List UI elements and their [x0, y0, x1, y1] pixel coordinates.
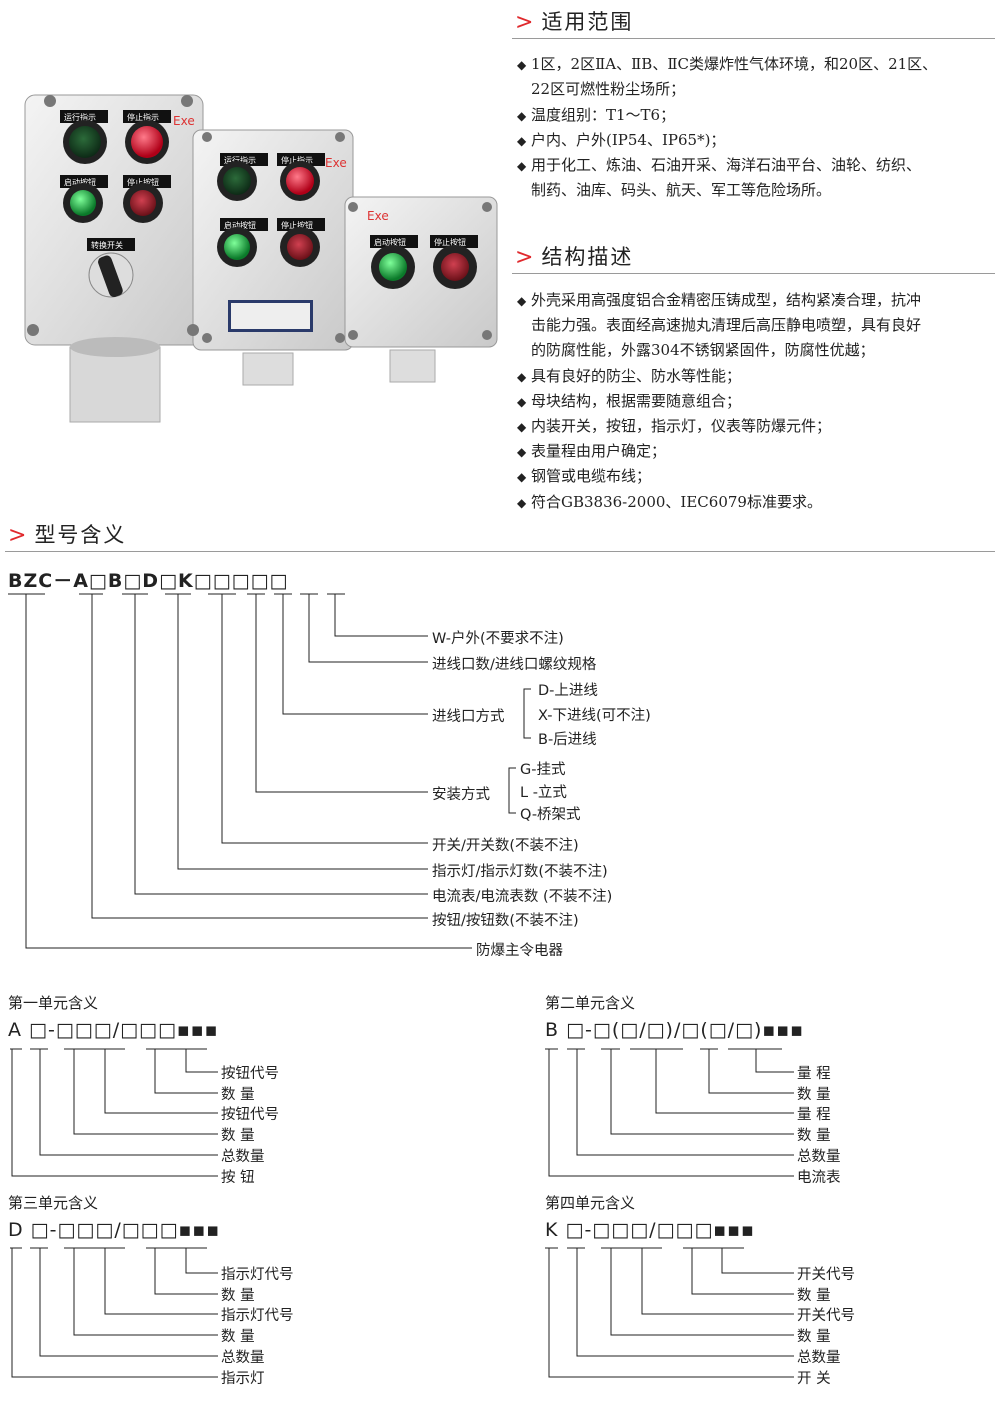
model-inlet-b: B-后进线 [538, 732, 597, 748]
unit1-label: 数 量 [221, 1087, 255, 1103]
structure-item: ◆内装开关，按钮，指示灯，仪表等防爆元件； [517, 417, 832, 435]
scope-item: ◆1区，2区ⅡA、ⅡB、ⅡC类爆炸性气体环境，和20区、21区、 [517, 55, 938, 73]
unit4-code: K □-□□□/□□□▪▪▪ [545, 1219, 756, 1241]
unit1-title: 第一单元含义 [8, 994, 99, 1012]
unit4-label: 开关代号 [797, 1267, 855, 1283]
model-indicator: 指示灯/指示灯数(不装不注) [432, 864, 608, 880]
divider [5, 551, 995, 552]
unit2-title: 第二单元含义 [545, 994, 636, 1012]
unit1-label: 数 量 [221, 1128, 255, 1144]
structure-title: >结构描述 [515, 245, 634, 270]
model-install-method: 安装方式 [432, 787, 490, 803]
structure-item-cont: 的防腐性能，外露304不锈钢紧固件，防腐性优越； [531, 341, 875, 359]
unit1-label: 总数量 [221, 1149, 265, 1165]
unit3-label: 数 量 [221, 1329, 255, 1345]
scope-title: >适用范围 [515, 10, 634, 35]
model-ammeter: 电流表/电流表数 (不装不注) [432, 889, 613, 905]
unit3-label: 指示灯 [221, 1371, 265, 1387]
stop-indicator-label: 停止指示 [127, 112, 159, 122]
unit2-label: 电流表 [797, 1170, 841, 1186]
unit3-label: 数 量 [221, 1288, 255, 1304]
unit2-code: B □-□(□/□)/□(□/□)▪▪▪ [545, 1019, 805, 1041]
model-inlet-d: D-上进线 [538, 683, 598, 699]
unit1-label: 按钮代号 [221, 1107, 279, 1123]
start-button-label-3: 启动按钮 [374, 237, 406, 247]
model-button: 按钮/按钮数(不装不注) [432, 913, 579, 929]
scope-item: ◆温度组别：T1～T6； [517, 106, 676, 124]
stop-indicator-label-2: 停止指示 [281, 155, 313, 165]
unit4-label: 数 量 [797, 1288, 831, 1304]
unit4-label: 总数量 [797, 1350, 841, 1366]
unit3-label: 指示灯代号 [221, 1308, 294, 1324]
unit3-label: 总数量 [221, 1350, 265, 1366]
model-main: 防爆主令电器 [476, 943, 563, 959]
scope-item-cont: 制药、油库、码头、航天、军工等危险场所。 [531, 181, 832, 199]
selector-label: 转换开关 [91, 240, 123, 250]
model-inlet-method: 进线口方式 [432, 709, 505, 725]
model-title: >型号含义 [8, 523, 127, 548]
model-install-l: L -立式 [520, 785, 567, 801]
unit2-label: 总数量 [797, 1149, 841, 1165]
model-switch: 开关/开关数(不装不注) [432, 838, 579, 854]
exe-mark-3: Exe [367, 209, 389, 223]
divider [512, 38, 995, 39]
unit1-code: A □-□□□/□□□▪▪▪ [8, 1019, 219, 1041]
structure-item: ◆符合GB3836-2000、IEC6079标准要求。 [517, 493, 822, 511]
model-code: BZC－A□B□D□K□□□□□ [8, 570, 289, 592]
unit4-title: 第四单元含义 [545, 1194, 636, 1212]
start-button-label-2: 启动按钮 [224, 220, 256, 230]
structure-item: ◆具有良好的防尘、防水等性能； [517, 367, 742, 385]
unit4-label: 开关代号 [797, 1308, 855, 1324]
unit3-title: 第三单元含义 [8, 1194, 99, 1212]
unit4-label: 数 量 [797, 1329, 831, 1345]
start-button-label: 启动按钮 [64, 177, 96, 187]
product-photo: 运行指示 停止指示 启动按钮 停止按钮 转换开关 运行指示 停止指示 启动按钮 … [24, 94, 498, 423]
scope-item: ◆户内、户外(IP54、IP65*)； [517, 131, 726, 149]
unit1-label: 按钮代号 [221, 1066, 279, 1082]
unit4-label: 开 关 [797, 1371, 831, 1387]
unit2-label: 量 程 [797, 1066, 831, 1082]
run-indicator-label: 运行指示 [64, 112, 96, 122]
structure-item: ◆钢管或电缆布线； [517, 467, 652, 485]
unit2-label: 数 量 [797, 1087, 831, 1103]
stop-button-label: 停止按钮 [127, 177, 159, 187]
enclosure-small [344, 196, 498, 348]
unit3-label: 指示灯代号 [221, 1267, 294, 1283]
structure-item: ◆表量程由用户确定； [517, 442, 667, 460]
exe-mark-2: Exe [325, 156, 347, 170]
stop-button-label-2: 停止按钮 [281, 220, 313, 230]
structure-item: ◆母块结构，根据需要随意组合； [517, 392, 742, 410]
unit1-label: 按 钮 [221, 1170, 255, 1186]
model-install-q: Q-桥架式 [520, 807, 581, 823]
scope-item-cont: 22区可燃性粉尘场所； [531, 80, 686, 98]
structure-item-cont: 击能力强。表面经高速抛丸清理后高压静电喷塑，具有良好 [531, 316, 922, 334]
model-w-outdoor: W-户外(不要求不注) [432, 631, 564, 647]
model-inlet-count: 进线口数/进线口螺纹规格 [432, 657, 597, 673]
scope-item: ◆用于化工、炼油、石油开采、海洋石油平台、油轮、纺织、 [517, 156, 922, 174]
divider [512, 273, 995, 274]
run-indicator-label-2: 运行指示 [224, 155, 256, 165]
model-install-g: G-挂式 [520, 762, 566, 778]
structure-item: ◆外壳采用高强度铝合金精密压铸成型，结构紧凑合理，抗冲 [517, 291, 922, 309]
unit3-code: D □-□□□/□□□▪▪▪ [8, 1219, 221, 1241]
model-inlet-x: X-下进线(可不注) [538, 708, 651, 724]
unit2-label: 量 程 [797, 1107, 831, 1123]
unit2-label: 数 量 [797, 1128, 831, 1144]
stop-button-label-3: 停止按钮 [434, 237, 466, 247]
exe-mark-1: Exe [173, 114, 195, 128]
